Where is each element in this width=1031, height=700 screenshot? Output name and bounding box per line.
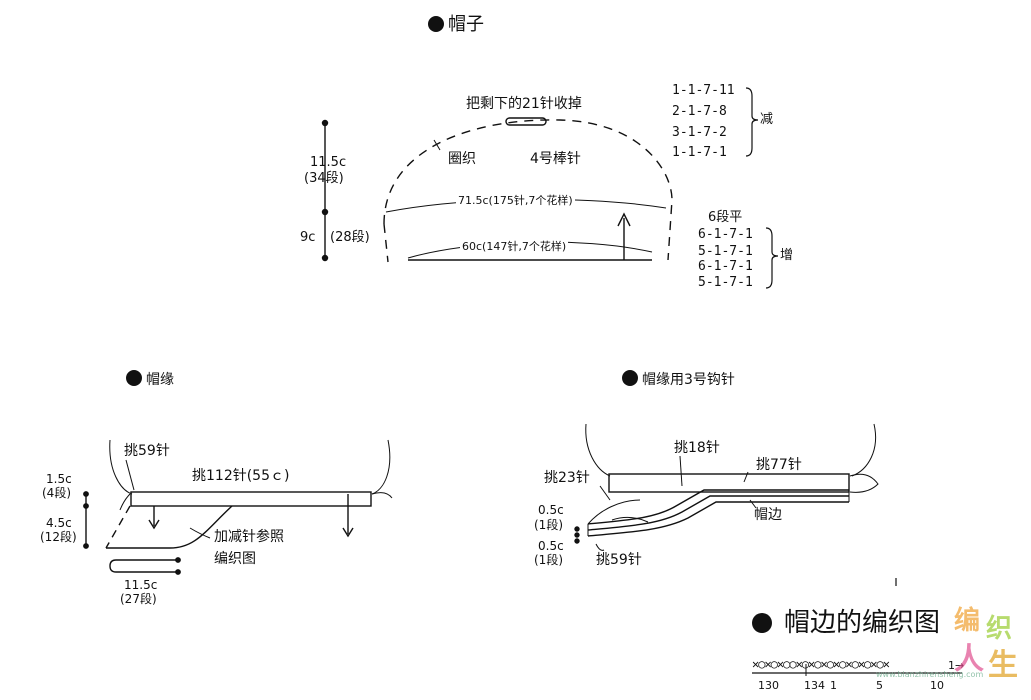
edge-chart-tick-5: 5 [876, 679, 883, 692]
watermark-char-2: 织 [986, 614, 1013, 644]
hat-base-circumference: 60c(147针,7个花样) [460, 240, 569, 253]
watermark-char-3: 人 [954, 642, 984, 677]
watermark-char-4: 生 [988, 648, 1018, 683]
dec-label: 减 [760, 112, 774, 127]
inc-label: 增 [780, 248, 794, 263]
dec-row-2: 2-1-7-8 [672, 104, 727, 119]
brim-pick112: 挑112针(55ｃ) [192, 468, 290, 484]
brim-h1: 1.5c [46, 472, 72, 486]
hat-bind-off-label: 把剩下的21针收掉 [466, 96, 582, 112]
crochet-brim-title: 帽缘用3号钩针 [622, 370, 735, 387]
inc-row-0: 6段平 [708, 210, 743, 225]
hat-upper-height: 11.5c [310, 155, 347, 170]
hat-outline [383, 119, 673, 261]
hat-in-round-label: 圈织 [448, 151, 476, 167]
hat-lower-rows: (28段) [330, 230, 370, 245]
crochet-pick77: 挑77针 [756, 457, 802, 473]
hat-title: 帽子 [428, 16, 484, 34]
bullet-dot-icon [622, 370, 638, 386]
dec-row-4: 1-1-7-1 [672, 145, 727, 160]
edge-chart-symbols: ✕○✕○✕○○✕○✕○✕○✕○✕○✕○✕○✕ [752, 657, 890, 671]
crochet-h1: 0.5c [538, 503, 564, 517]
crochet-pick18: 挑18针 [674, 440, 720, 456]
hat-lower-height: 9c [300, 230, 316, 245]
edge-chart-tick-1: 1 [830, 679, 837, 692]
brim-title: 帽缘 [126, 370, 174, 387]
brim-h2: 4.5c [46, 516, 72, 530]
inc-row-4: 5-1-7-1 [698, 275, 753, 290]
hat-outline-left-lower [383, 223, 389, 263]
crochet-pick59: 挑59针 [596, 552, 642, 568]
inc-row-3: 6-1-7-1 [698, 259, 753, 274]
crochet-h2-rows: (1段) [534, 553, 563, 567]
watermark-site: www.bianzhirensheng.com [876, 670, 984, 679]
brim-pick59: 挑59针 [124, 443, 170, 459]
inc-row-2: 5-1-7-1 [698, 244, 753, 259]
brim-hat-arc [109, 439, 133, 495]
bullet-dot-icon [428, 16, 444, 32]
edge-chart-row-mark: 1→ [948, 659, 965, 672]
crochet-edge-label: 帽边 [754, 507, 782, 523]
edge-chart-tick-130: 130 [758, 679, 779, 692]
hat-mid-circumference: 71.5c(175针,7个花样) [456, 194, 575, 207]
brim-h1-rows: (4段) [42, 486, 71, 500]
bullet-dot-icon [126, 370, 142, 386]
watermark-char-1: 编 [954, 606, 981, 636]
brim-width: 11.5c [124, 578, 158, 592]
crochet-h2: 0.5c [538, 539, 564, 553]
crochet-pick23: 挑23针 [544, 470, 590, 486]
edge-chart-tick-134: 134 [804, 679, 825, 692]
hat-upper-rows: (34段) [304, 171, 344, 186]
crochet-h1-rows: (1段) [534, 518, 563, 532]
bullet-dot-icon [752, 613, 772, 633]
edge-chart-tick-10: 10 [930, 679, 944, 692]
brim-note-2: 编织图 [214, 551, 256, 567]
dec-row-1: 1-1-7-11 [672, 83, 735, 98]
hat-needle-label: 4号棒针 [530, 151, 581, 167]
inc-row-1: 6-1-7-1 [698, 227, 753, 242]
brim-width-rows: (27段) [120, 592, 157, 606]
edge-chart-title: 帽边的编织图 [752, 610, 940, 636]
dec-row-3: 3-1-7-2 [672, 125, 727, 140]
brim-note-1: 加减针参照 [214, 529, 284, 545]
brim-h2-rows: (12段) [40, 530, 77, 544]
